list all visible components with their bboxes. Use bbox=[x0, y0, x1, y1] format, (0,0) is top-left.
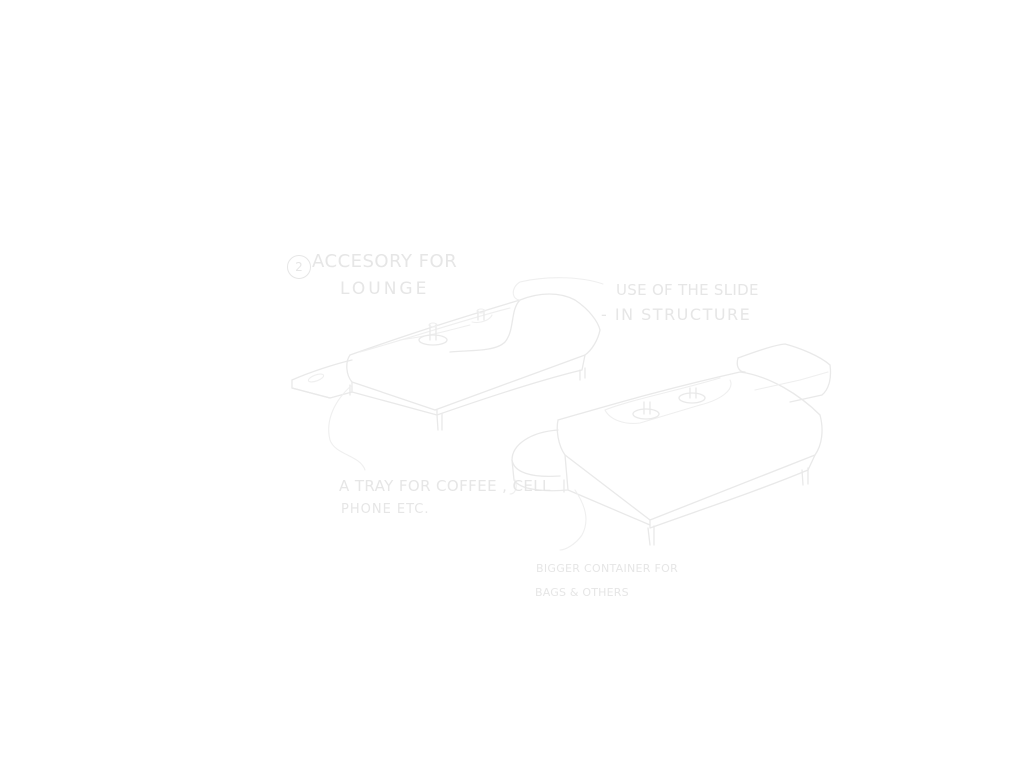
slide-in-note-line1: Use of the slide bbox=[616, 281, 759, 299]
bench-with-container-drawing bbox=[511, 343, 832, 546]
container-note-line1: Bigger container for bbox=[536, 562, 679, 575]
slide-in-note-line2: - in structure bbox=[601, 305, 752, 324]
container-note-line2: bags & others bbox=[535, 586, 629, 599]
sketch-title-line1: Accesory for bbox=[312, 251, 458, 272]
concept-number-badge: 2 bbox=[287, 255, 311, 279]
tray-note-line2: phone etc. bbox=[341, 502, 430, 517]
sketch-title-line2: Lounge bbox=[340, 279, 430, 299]
tray-note-line1: A tray for coffee , cell bbox=[339, 477, 551, 495]
leader-lines bbox=[328, 277, 604, 551]
bench-with-tray-drawing bbox=[291, 293, 601, 431]
